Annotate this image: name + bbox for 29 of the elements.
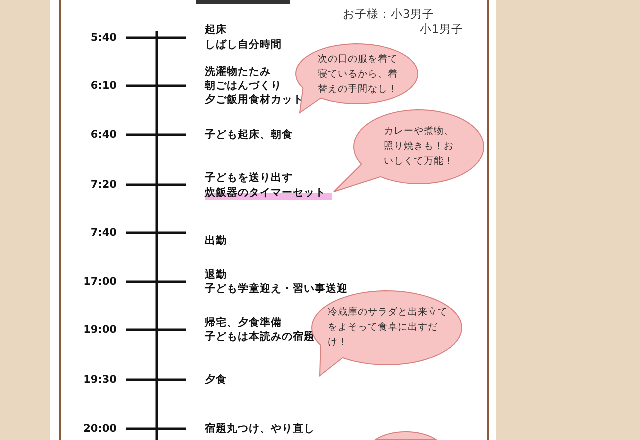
time-label: 6:10 bbox=[90, 79, 117, 93]
header-note: お子様：小3男子 bbox=[343, 7, 434, 21]
event-text: 子ども起床、朝食 bbox=[205, 128, 293, 142]
event-text: 夕ご飯用食材カット bbox=[205, 93, 304, 107]
event-text: 子ども学童迎え・習い事送迎 bbox=[205, 282, 348, 296]
event-text: 出勤 bbox=[205, 234, 227, 248]
bubble-text: 冷蔵庫のサラダと出来立てをよそって食卓に出すだけ！ bbox=[328, 306, 448, 350]
time-label: 6:40 bbox=[90, 128, 117, 142]
event-text: 洗濯物たたみ bbox=[205, 65, 271, 79]
bubble-text: 次の日の服を着て寝ているから、着替えの手間なし！ bbox=[318, 53, 398, 97]
event-text: 起床 bbox=[205, 23, 227, 37]
time-label: 5:40 bbox=[90, 31, 117, 45]
time-label: 20:00 bbox=[82, 422, 117, 436]
event-text: 子どもは本読みの宿題 bbox=[205, 330, 315, 344]
event-text: 夕食 bbox=[205, 373, 227, 387]
event-text: 帰宅、夕食準備 bbox=[205, 316, 282, 330]
highlighted-event-text: 炊飯器のタイマーセット bbox=[205, 186, 332, 200]
event-text: 宿題丸つけ、やり直し bbox=[205, 422, 315, 436]
event-text: 子どもを送り出す bbox=[205, 171, 293, 185]
time-label: 17:00 bbox=[82, 275, 117, 289]
time-label: 7:20 bbox=[90, 178, 117, 192]
event-text: 退勤 bbox=[205, 268, 227, 282]
bubble-text: カレーや煮物、照り焼きも！おいしくて万能！ bbox=[384, 125, 455, 169]
time-label: 7:40 bbox=[90, 226, 117, 240]
time-label: 19:00 bbox=[82, 323, 117, 337]
header-note: 小1男子 bbox=[420, 22, 464, 36]
time-label: 19:30 bbox=[82, 373, 117, 387]
event-text: しばし自分時間 bbox=[205, 38, 282, 52]
event-text: 朝ごはんづくり bbox=[205, 79, 282, 93]
